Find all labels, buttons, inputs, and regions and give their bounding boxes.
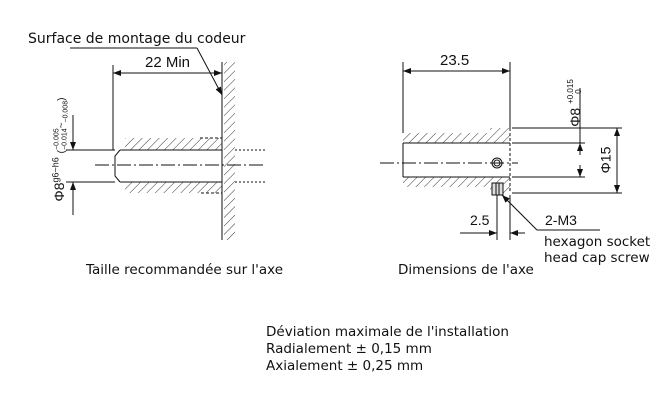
shaft-diameter-tolerance: Φ8g6~h6 (−0.005−0.014~−0.008) bbox=[50, 97, 70, 202]
screw-offset-dimension: 2.5 bbox=[470, 212, 490, 228]
screw-hole bbox=[491, 157, 503, 169]
left-caption: Taille recommandée sur l'axe bbox=[86, 262, 284, 278]
tol-sep: ~ bbox=[56, 122, 68, 129]
right-caption: Dimensions de l'axe bbox=[398, 262, 534, 278]
installation-tolerance-note: Déviation maximale de l'installation Rad… bbox=[266, 324, 509, 375]
length-dimension-22min: 22 Min bbox=[145, 54, 191, 71]
tol-lower: −0.014 bbox=[61, 128, 69, 150]
screw-description: hexagon socket head cap screw bbox=[544, 234, 650, 266]
set-screw bbox=[491, 182, 504, 196]
note-axial: Axialement ± 0,25 mm bbox=[266, 358, 424, 374]
length-dimension-23-5: 23.5 bbox=[440, 52, 470, 69]
bore-dim-text: Φ8 bbox=[567, 107, 583, 127]
screw-label: 2-M3 bbox=[545, 212, 577, 228]
screw-desc-line1: hexagon socket bbox=[544, 234, 651, 250]
diameter-symbol: Φ8 bbox=[51, 182, 68, 202]
bore-tol-lower: 0 bbox=[574, 89, 583, 94]
mounting-wall bbox=[224, 62, 235, 240]
note-radial: Radialement ± 0,15 mm bbox=[266, 341, 432, 357]
tol-upper2: −0.008 bbox=[62, 100, 70, 123]
screw-desc-line2: head cap screw bbox=[544, 250, 650, 266]
mounting-surface-label: Surface de montage du codeur bbox=[28, 31, 246, 47]
fit-class: g6~h6 bbox=[50, 157, 61, 183]
tol-upper: −0.005 bbox=[53, 128, 61, 150]
outer-diameter: Φ15 bbox=[597, 146, 614, 174]
note-title: Déviation maximale de l'installation bbox=[266, 324, 509, 340]
right-shaft-drawing bbox=[380, 62, 622, 240]
left-shaft-drawing bbox=[66, 47, 265, 240]
